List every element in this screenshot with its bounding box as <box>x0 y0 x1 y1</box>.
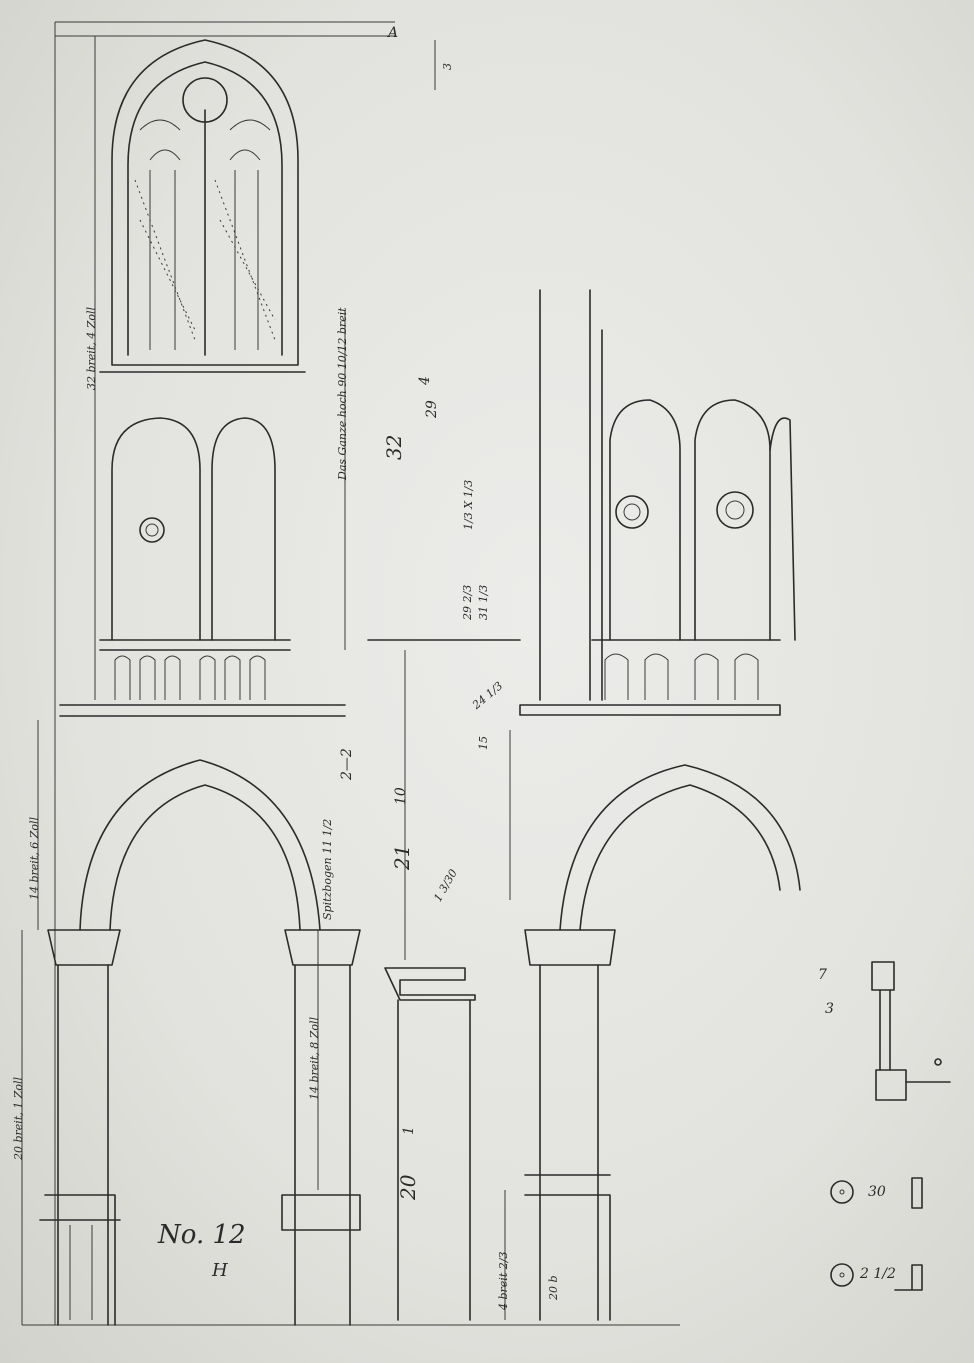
arcade-height-note: 14 breit, 6 Zoll <box>28 816 41 900</box>
dimension-2-2: 2—2 <box>339 748 355 780</box>
molding-profile <box>367 639 521 1321</box>
arch-radius-note: Spitzbogen 11 1/2 <box>321 818 334 920</box>
tracery-height-note: 32 breit, 4 Zoll <box>85 306 98 390</box>
dimension-lines <box>21 36 511 1325</box>
pier-right-note: 20 b <box>547 1275 560 1300</box>
corner-mark: A <box>388 25 399 41</box>
arcade-arch-right <box>524 764 801 1321</box>
fraction-a: 1/3 X 1/3 <box>462 479 475 530</box>
dimension-15: 15 <box>477 736 490 750</box>
tracery-window <box>99 39 306 373</box>
fraction-c: 31 1/3 <box>477 584 490 620</box>
pier-shaft-note: 14 breit, 8 Zoll <box>308 1016 321 1100</box>
dimension-32: 32 <box>382 434 406 460</box>
dimension-1: 1 <box>401 1126 417 1135</box>
dimension-29: 29 <box>424 400 440 418</box>
fraction-b: 29 2/3 <box>461 584 474 620</box>
arcade-arch-left <box>39 759 361 1326</box>
dimension-4: 4 <box>417 376 433 385</box>
dimension-7-3: 7 <box>818 967 827 983</box>
blind-arcade-left <box>59 417 346 717</box>
sheet-sublabel: H <box>212 1260 228 1281</box>
dimension-30: 30 <box>868 1184 886 1200</box>
sheet-label: No. 12 <box>158 1220 246 1250</box>
profile-details <box>830 961 951 1291</box>
dimension-20: 20 <box>396 1174 420 1200</box>
dimension-3: 3 <box>825 1001 834 1017</box>
base-right-note: 4 breit 2/3 <box>497 1251 510 1310</box>
base-left-note: 20 breit, 1 Zoll <box>12 1076 25 1160</box>
blind-arcade-right <box>519 289 796 716</box>
dimension-21: 21 <box>390 844 414 870</box>
top-dimension: 3 <box>441 63 454 70</box>
dimension-10: 10 <box>393 787 409 805</box>
clerestory-total-note: Das Ganze hoch 90 10/12 breit <box>336 307 349 480</box>
dimension-2-half: 2 1/2 <box>860 1266 896 1282</box>
